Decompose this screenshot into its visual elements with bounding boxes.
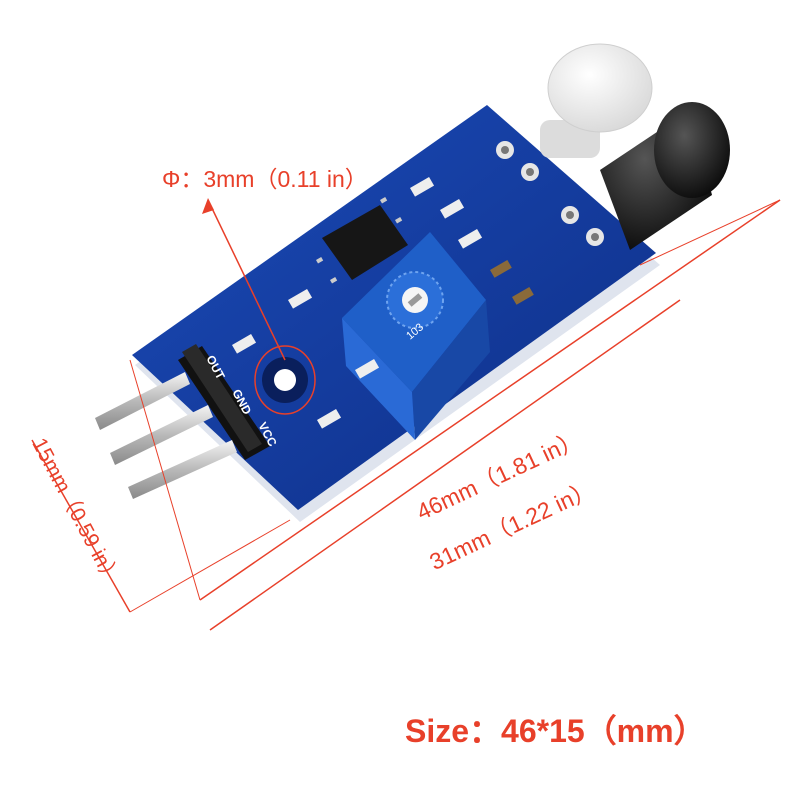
- hole-diameter-label: Φ：3mm（0.11 in）: [162, 166, 368, 192]
- potentiometer: 103: [342, 232, 490, 440]
- header-pin-3: [128, 440, 237, 499]
- length-31-line: [209, 299, 681, 631]
- ic-chip: [315, 197, 408, 284]
- ir-receiver-led: [600, 102, 730, 250]
- header-pin-1: [95, 372, 190, 430]
- dimension-lines: [31, 198, 781, 631]
- hole-dimension-arrow: [207, 199, 286, 361]
- led-pads: [496, 141, 604, 246]
- size-caption: Size：46*15（mm）: [405, 713, 706, 749]
- pin-header: [95, 344, 270, 499]
- header-pin-2: [110, 405, 213, 465]
- width-15-line: [31, 439, 131, 613]
- length-46-line: [199, 199, 781, 601]
- smd-components: [231, 177, 534, 429]
- ir-emitter-led: [540, 43, 653, 158]
- mounting-hole: [254, 345, 316, 415]
